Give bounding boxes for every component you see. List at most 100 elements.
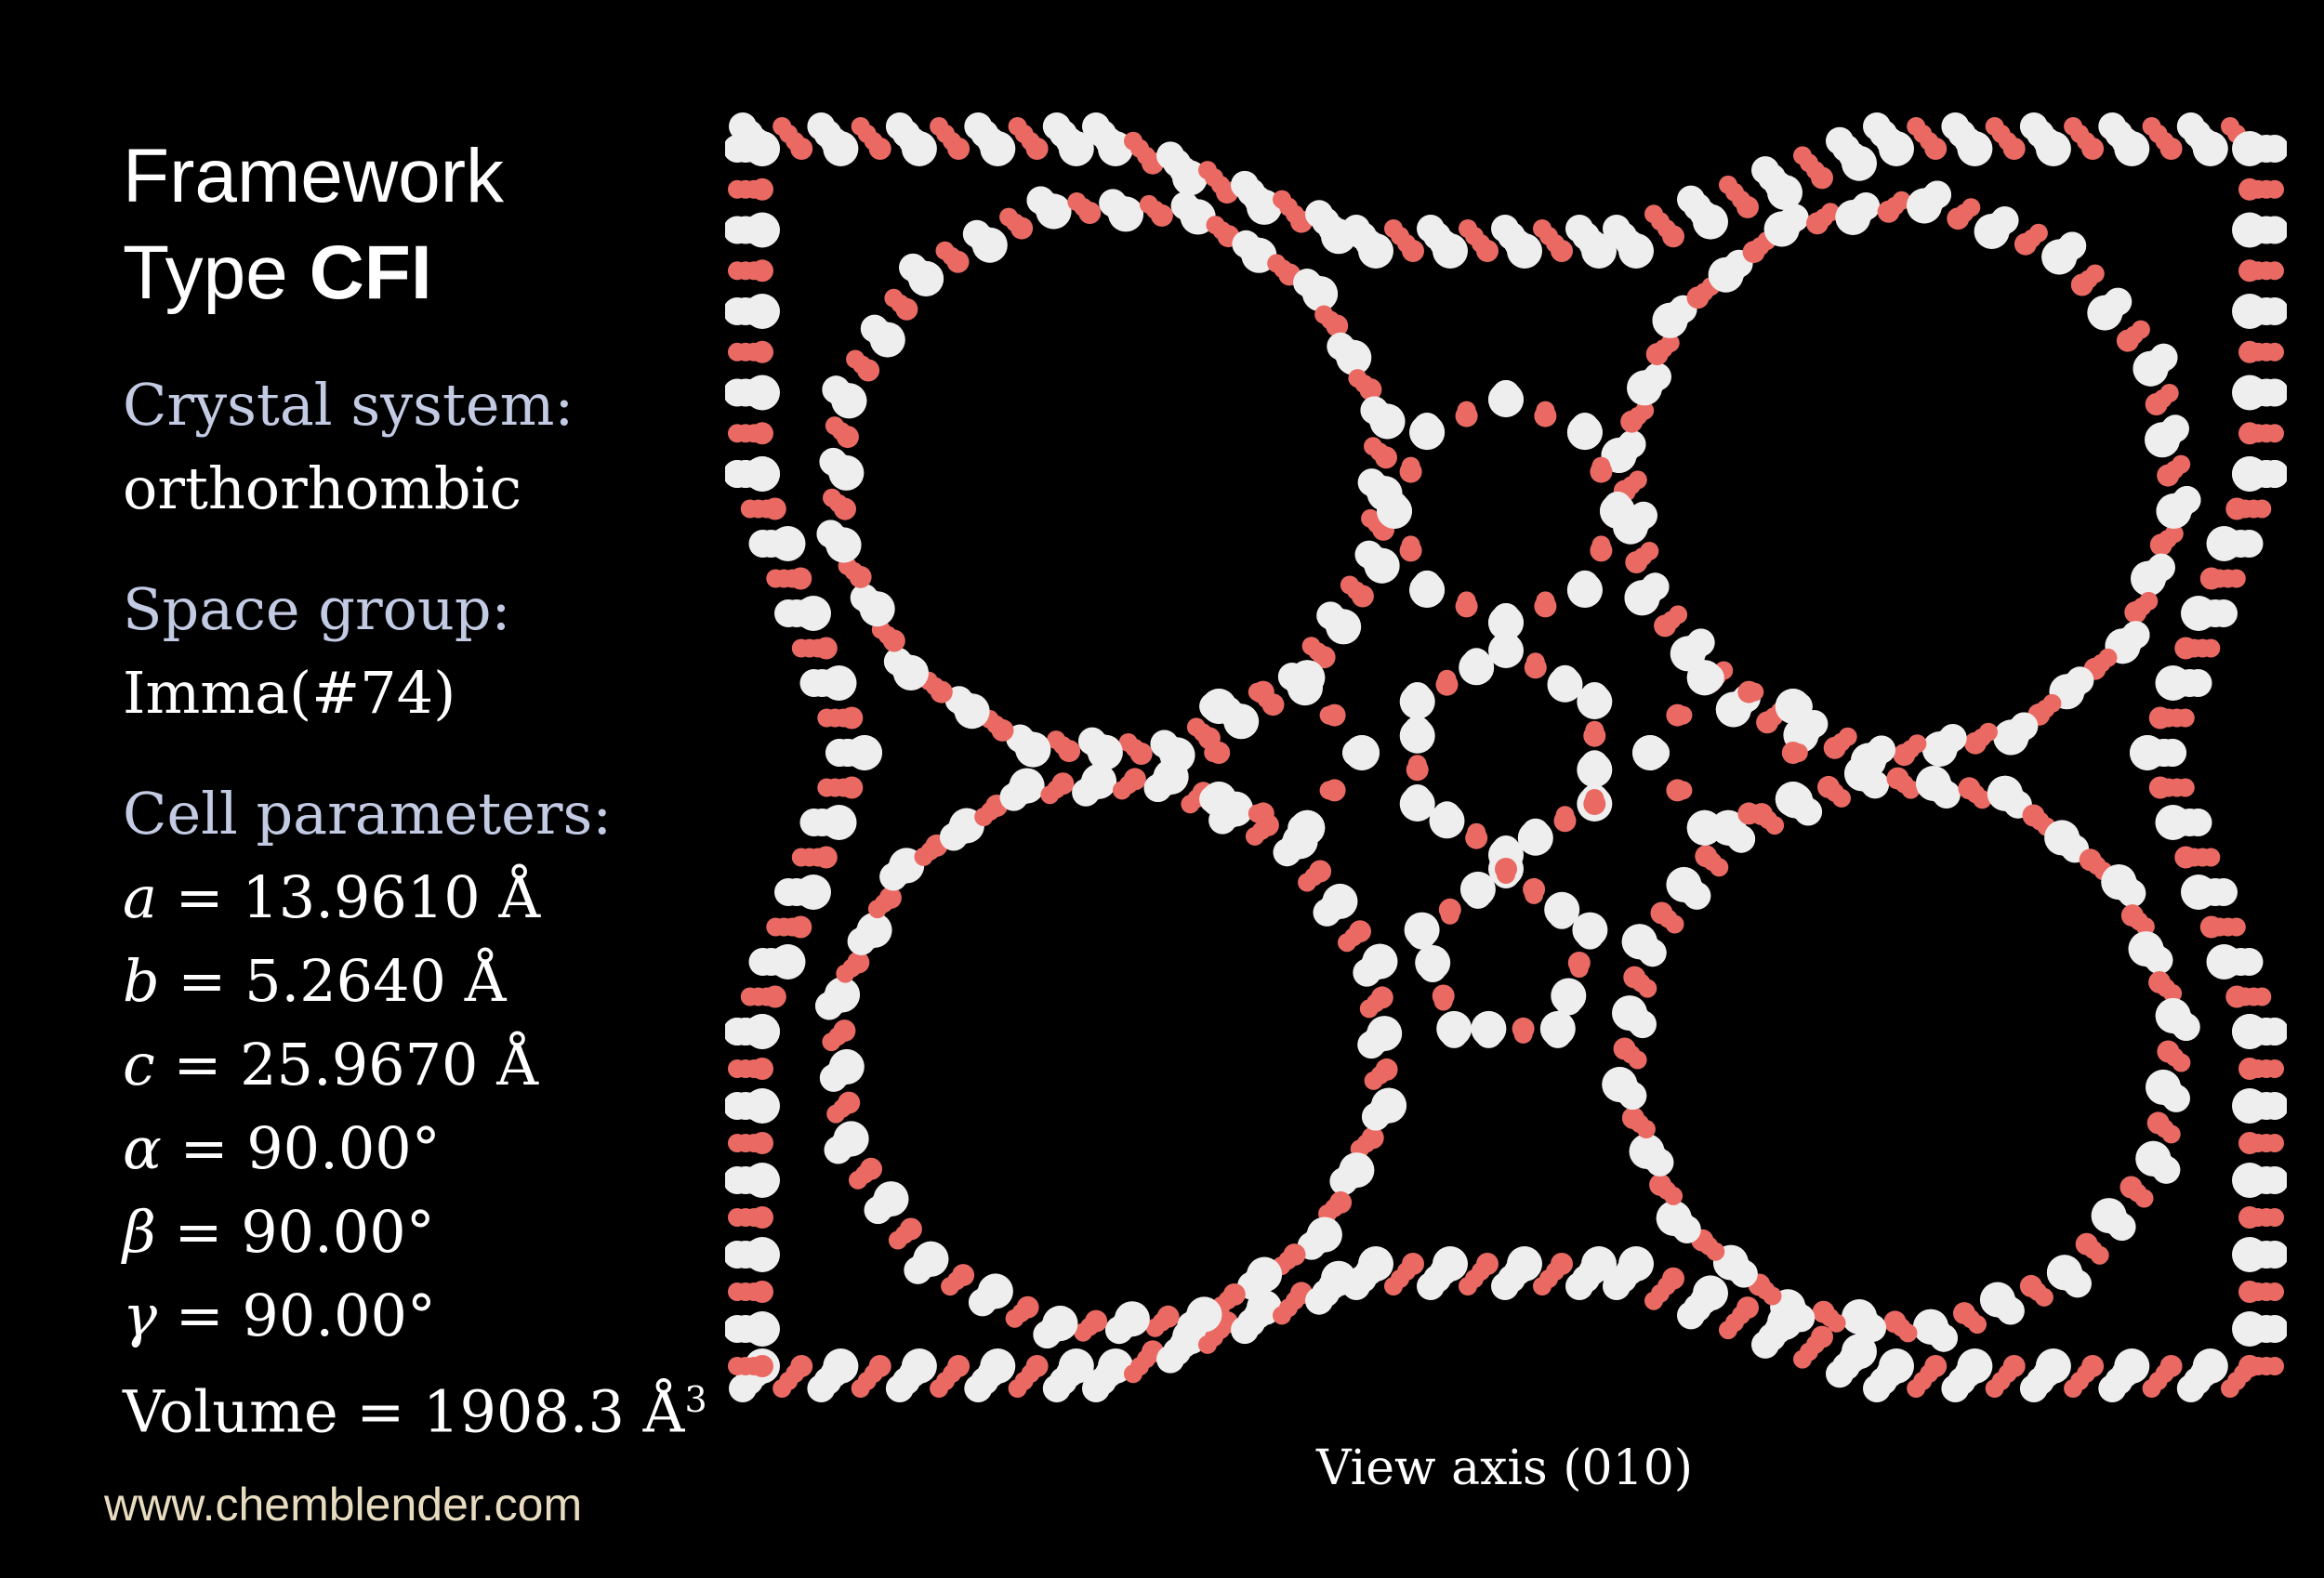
silicon-atom (2044, 820, 2080, 856)
oxygen-atom (1811, 1325, 1833, 1348)
oxygen-atom (814, 637, 838, 660)
silicon-atom (1551, 978, 1587, 1014)
oxygen-atom (1058, 740, 1081, 763)
oxygen-atom (1078, 202, 1102, 224)
param-symbol: γ (123, 1282, 158, 1349)
volume-text: Volume = 1908.3 Å (123, 1377, 685, 1446)
silicon-atom (2232, 1088, 2267, 1124)
silicon-atom (1879, 131, 1914, 166)
silicon-atom (856, 912, 892, 948)
oxygen-atom (2174, 637, 2198, 660)
silicon-atom (831, 383, 867, 419)
oxygen-atom (1553, 809, 1577, 833)
oxygen-atom (1150, 204, 1173, 227)
silicon-atom (971, 227, 1008, 263)
oxygen-atom (2238, 1206, 2261, 1229)
oxygen-atom (2238, 422, 2261, 445)
silicon-atom (1577, 752, 1613, 788)
oxygen-atom (1399, 460, 1422, 483)
oxygen-atom (1406, 758, 1429, 782)
oxygen-atom (1650, 901, 1673, 925)
silicon-atom (1577, 684, 1613, 719)
oxygen-atom (1613, 1037, 1636, 1060)
oxygen-atom (2159, 1355, 2183, 1377)
oxygen-atom (1476, 1253, 1499, 1275)
silicon-atom (859, 591, 895, 627)
param-symbol: c (123, 1031, 155, 1098)
silicon-atom (2035, 131, 2071, 166)
oxygen-atom (790, 138, 813, 160)
silicon-atom (1377, 493, 1412, 529)
oxygen-atom (2149, 533, 2172, 557)
silicon-atom (833, 1121, 869, 1157)
silicon-atom (2128, 931, 2164, 967)
oxygen-atom (868, 1355, 891, 1377)
silicon-atom (2091, 1198, 2127, 1234)
oxygen-atom (834, 497, 856, 520)
silicon-atom (745, 212, 780, 248)
oxygen-atom (2225, 497, 2249, 520)
oxygen-atom (2119, 1176, 2143, 1199)
silicon-atom (2232, 294, 2267, 329)
param-symbol: α (123, 1114, 162, 1182)
silicon-atom (1566, 572, 1603, 608)
silicon-atom (977, 1273, 1013, 1309)
oxygen-atom (751, 1058, 773, 1080)
silicon-atom (2131, 560, 2166, 597)
silicon-atom (1693, 1275, 1728, 1311)
param-alpha: α = 90.00° (123, 1115, 441, 1182)
silicon-atom (2206, 944, 2242, 980)
silicon-atom (1879, 1348, 1914, 1384)
silicon-atom (1302, 276, 1339, 312)
silicon-atom (2232, 1237, 2267, 1272)
oxygen-atom (2124, 600, 2147, 624)
silicon-atom (1247, 1256, 1283, 1293)
silicon-atom (1775, 782, 1811, 817)
silicon-atom (825, 527, 862, 563)
silicon-atom (1339, 1152, 1375, 1189)
oxygen-atom (2120, 904, 2144, 927)
silicon-atom (2114, 131, 2150, 166)
oxygen-atom (1953, 1302, 1975, 1325)
oxygen-atom (952, 1264, 975, 1287)
silicon-atom (2155, 998, 2191, 1033)
oxygen-atom (1222, 1283, 1246, 1306)
oxygen-atom (789, 567, 812, 590)
param-value: = 90.00° (155, 1198, 435, 1266)
oxygen-atom (2002, 138, 2026, 160)
silicon-atom (2087, 295, 2123, 331)
oxygen-atom (763, 985, 786, 1008)
oxygen-atom (751, 1132, 773, 1154)
oxygen-atom (1620, 410, 1644, 433)
param-symbol: β (123, 1198, 156, 1266)
silicon-atom (2206, 526, 2242, 561)
oxygen-atom (1947, 207, 1970, 230)
oxygen-atom (1625, 551, 1648, 573)
oxygen-atom (840, 706, 864, 730)
silicon-atom (1114, 1301, 1150, 1337)
oxygen-atom (1590, 460, 1613, 483)
silicon-atom (1618, 233, 1654, 269)
silicon-atom (2155, 805, 2191, 840)
oxygen-atom (1524, 656, 1547, 679)
oxygen-atom (1781, 742, 1804, 764)
oxygen-atom (1402, 240, 1424, 262)
silicon-atom (1572, 912, 1608, 948)
oxygen-atom (1455, 404, 1478, 427)
oxygen-atom (1654, 614, 1677, 638)
framework-title: Framework Type CFI (123, 128, 504, 322)
oxygen-atom (1361, 1126, 1384, 1150)
oxygen-atom (2014, 232, 2037, 256)
oxygen-atom (1662, 225, 1684, 248)
silicon-atom (828, 454, 865, 491)
silicon-atom (1629, 1133, 1665, 1169)
oxygen-atom (1877, 200, 1900, 223)
silicon-atom (2232, 212, 2267, 248)
silicon-atom (1652, 302, 1688, 338)
oxygen-atom (751, 1355, 773, 1377)
silicon-atom (1322, 883, 1358, 919)
silicon-atom (745, 1311, 780, 1347)
space-group-label: Space group: (123, 575, 511, 643)
silicon-atom (1399, 786, 1435, 822)
silicon-atom (1517, 820, 1553, 856)
